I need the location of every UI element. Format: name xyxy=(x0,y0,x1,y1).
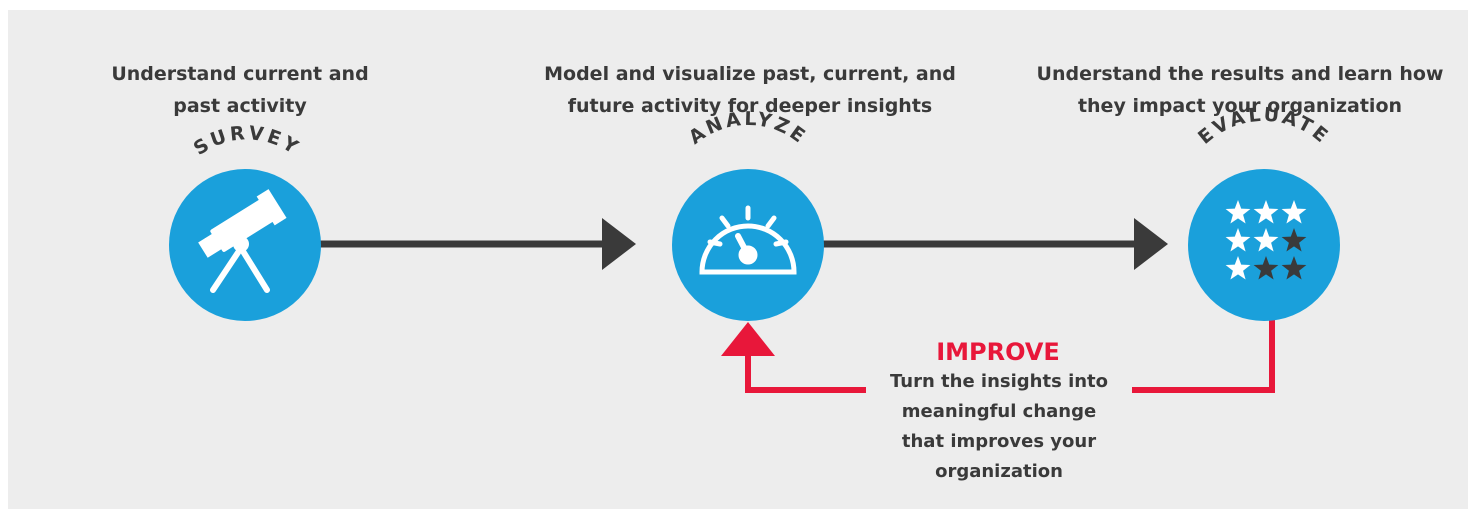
survey-arc-label: SURVEY xyxy=(190,122,304,160)
telescope-icon xyxy=(198,189,287,293)
filled-star-icon xyxy=(1225,228,1251,252)
filled-star-icon xyxy=(1281,200,1307,224)
speedometer-icon xyxy=(699,205,797,275)
empty-star-icon xyxy=(1253,256,1279,280)
improve-title: IMPROVE xyxy=(936,338,1060,366)
empty-star-icon xyxy=(1281,256,1307,280)
analyze-arc-label: ANALYZE xyxy=(685,108,812,149)
improve-return-line xyxy=(745,352,866,393)
improve-description: Turn the insights into meaningful change… xyxy=(889,371,1109,482)
arrowhead-to-analyze xyxy=(602,218,636,270)
analyze-caption: Model and visualize past, current, and f… xyxy=(544,63,956,117)
improve-loop-line xyxy=(1132,318,1275,393)
filled-star-icon xyxy=(1253,228,1279,252)
filled-star-icon xyxy=(1225,256,1251,280)
filled-star-icon xyxy=(1225,200,1251,224)
survey-caption: Understand current and past activity xyxy=(111,63,369,117)
filled-star-icon xyxy=(1253,200,1279,224)
arrowhead-to-evaluate xyxy=(1134,218,1168,270)
evaluate-arc-label: EVALUATE xyxy=(1194,104,1334,149)
evaluate-caption: Understand the results and learn how the… xyxy=(1036,63,1444,117)
improve-arrowhead xyxy=(721,322,775,356)
analyze-circle xyxy=(672,169,824,321)
star-rating-icon xyxy=(1225,200,1307,280)
empty-star-icon xyxy=(1281,228,1307,252)
